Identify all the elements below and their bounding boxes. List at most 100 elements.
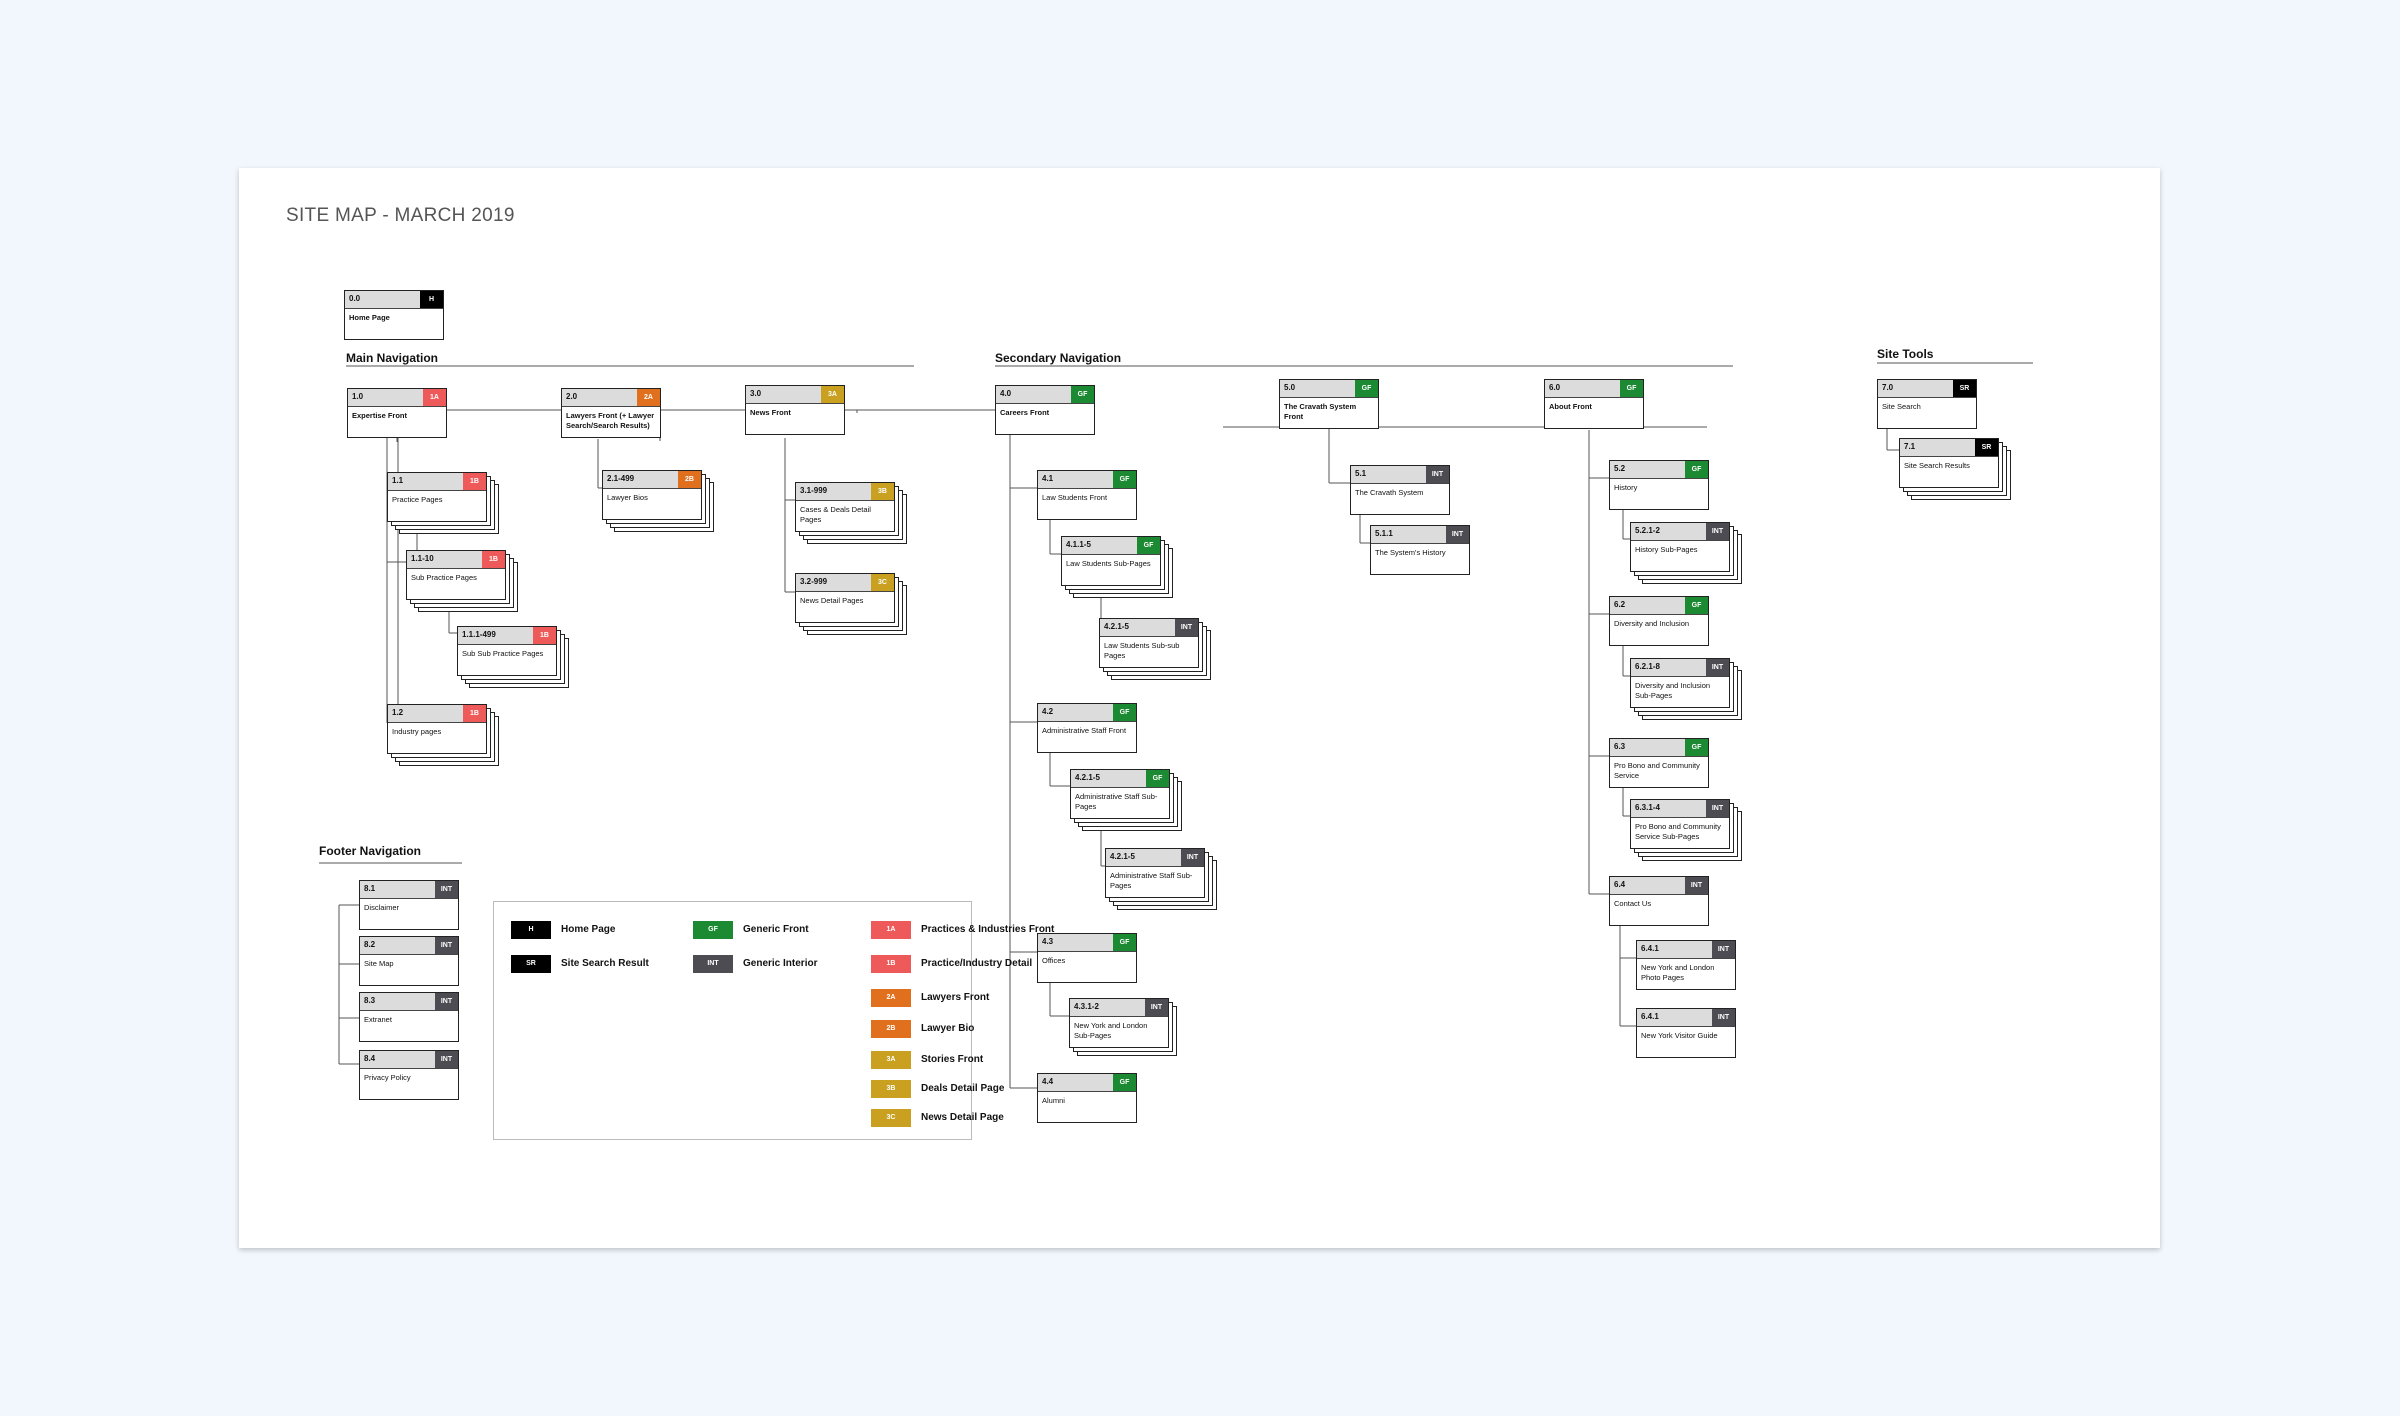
template-badge: SR [1953, 380, 1976, 397]
legend-label: Practice/Industry Detail [921, 958, 1033, 969]
node-number: 3.1-999 [800, 486, 828, 495]
template-badge: GF [1113, 1074, 1136, 1091]
template-badge: GF [1685, 461, 1708, 478]
template-badge: 1B [463, 473, 486, 490]
node-number: 4.0 [1000, 389, 1012, 398]
node-label: Disclaimer [364, 903, 400, 912]
node-number: 1.0 [352, 392, 364, 401]
template-badge: INT [435, 1051, 458, 1068]
template-badge: INT [1175, 619, 1198, 636]
node-number: 1.1.1-499 [462, 630, 496, 639]
template-badge: INT [1706, 659, 1729, 676]
node-number: 4.2 [1042, 707, 1054, 716]
node-label: The Cravath System [1355, 488, 1424, 497]
template-badge: 3C [871, 574, 894, 591]
template-badge: 1A [423, 389, 446, 406]
node-number: 6.4 [1614, 880, 1626, 889]
template-badge: 3A [821, 386, 844, 403]
node-label: Extranet [364, 1015, 392, 1024]
node-label: Privacy Policy [364, 1073, 411, 1082]
legend-label: Lawyer Bio [921, 1023, 975, 1034]
section-footer-navigation: Footer Navigation [319, 844, 422, 858]
node-number: 6.4.1 [1641, 1012, 1659, 1021]
node-number: 4.1.1-5 [1066, 540, 1091, 549]
node-number: 4.2.1-5 [1110, 852, 1135, 861]
node-label: The Cravath System Front [1284, 402, 1357, 421]
node-label: Offices [1042, 956, 1066, 965]
template-badge: GF [1355, 380, 1378, 397]
template-badge: INT [1426, 466, 1449, 483]
node-label: New York and London Sub-Pages [1074, 1021, 1148, 1040]
node-label: Diversity and Inclusion Sub-Pages [1635, 681, 1711, 700]
node-label: Pro Bono and Community Service Sub-Pages [1635, 822, 1721, 841]
